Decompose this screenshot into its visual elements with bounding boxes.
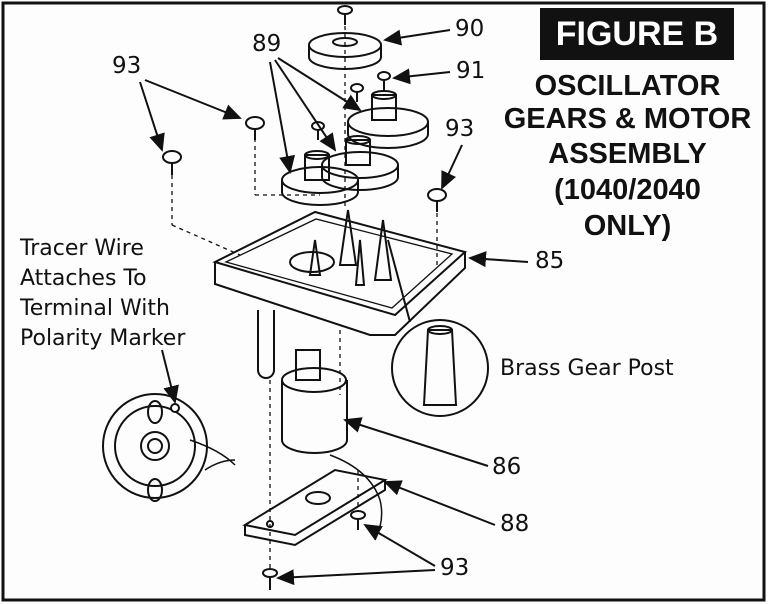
callout-93-upper-left: 93: [112, 53, 142, 79]
subtitle-line-4: (1040/2040: [554, 174, 701, 206]
mounting-plate-85: [212, 209, 468, 379]
tracer-note-line-2: Attaches To: [20, 266, 147, 291]
subtitle-line-3: ASSEMBLY: [548, 138, 707, 170]
callout-90: 90: [455, 16, 485, 42]
tracer-note-line-1: Tracer Wire: [20, 236, 144, 261]
bracket-88: [242, 468, 388, 547]
tracer-note-line-4: Polarity Marker: [20, 326, 186, 351]
subtitle-line-5: ONLY): [583, 210, 672, 242]
callout-89: 89: [252, 31, 282, 57]
figure-title: FIGURE B: [540, 8, 734, 60]
brass-gear-post-detail: [387, 239, 489, 417]
leader-arrows: [139, 29, 529, 586]
callout-93-bottom: 93: [440, 555, 470, 581]
tracer-note-line-3: Terminal With: [20, 296, 170, 321]
subtitle-line-1: OSCILLATOR: [534, 70, 721, 102]
gear-90: [308, 32, 382, 70]
callout-91: 91: [456, 58, 486, 84]
gear-89-left: [281, 150, 359, 206]
assembly-guide-lines: [171, 18, 438, 570]
callout-86: 86: [492, 454, 522, 480]
callout-88: 88: [500, 511, 530, 537]
gear-89-middle: [321, 135, 399, 191]
callout-85: 85: [535, 248, 565, 274]
callout-93-upper-right: 93: [445, 116, 475, 142]
brass-gear-post-label: Brass Gear Post: [500, 356, 674, 381]
subtitle-line-2: GEARS & MOTOR: [503, 103, 752, 135]
screws: [162, 5, 447, 590]
gear-89-right: [347, 90, 429, 149]
motor-terminal-detail: [102, 393, 236, 502]
